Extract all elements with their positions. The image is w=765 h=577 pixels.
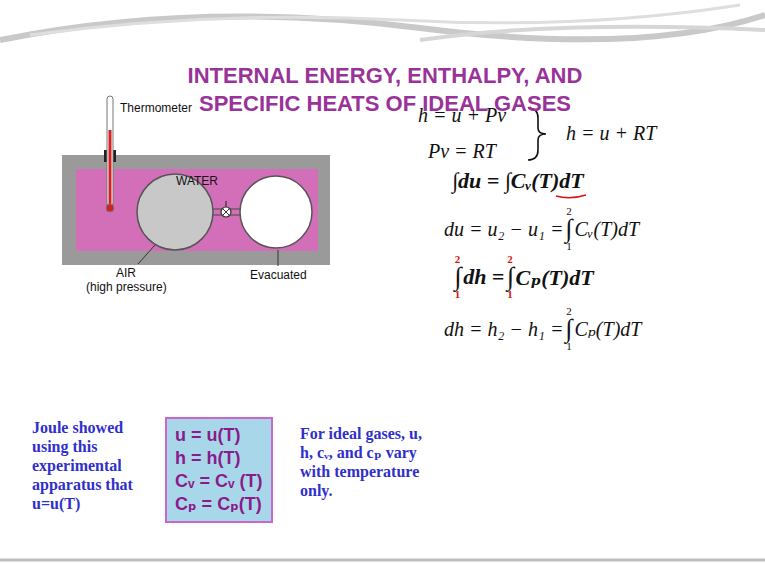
equation-text: h = u + Pv — [418, 104, 506, 127]
part-label: (high pressure) — [86, 280, 167, 294]
equation-text: dh = h₂ − h₁ = — [444, 318, 563, 341]
valve-symbol — [221, 207, 231, 217]
equation-row: 2∫1dh =2∫1Cₚ(T)dT — [452, 254, 594, 300]
integral-limit: 2 — [455, 254, 461, 265]
thermometer-bulb — [106, 204, 114, 212]
valve-symbol — [223, 209, 230, 216]
relation-text: u = u(T) — [175, 424, 263, 447]
integral-sign: ∫ — [506, 265, 513, 289]
equation-row: ∫du = ∫Cᵥ(T)dT — [452, 168, 584, 194]
equation-row: h = u + RT — [566, 122, 656, 145]
valve-stem — [225, 201, 226, 207]
integral-symbol: 2∫1 — [454, 254, 461, 300]
integral-limit: 1 — [566, 241, 572, 252]
integral-symbol: 2∫1 — [565, 206, 572, 252]
relation-text: Cᵥ = Cᵥ (T) — [175, 470, 263, 493]
leader-line — [138, 245, 155, 264]
property-box: u = u(T)h = h(T)Cᵥ = Cᵥ (T)Cₚ = Cₚ(T) — [165, 417, 273, 523]
equation-text: dh = — [463, 264, 504, 290]
equation-row: Pv = RT — [428, 140, 496, 163]
equation-text: du = u₂ − u₁ = — [444, 218, 563, 241]
thermometer-tube — [107, 96, 113, 206]
part-label: Evacuated — [250, 268, 307, 282]
integral-sign: ∫ — [565, 217, 572, 241]
thermometer-column — [109, 130, 112, 206]
integral-sign: ∫ — [454, 265, 461, 289]
vessel-housing — [62, 155, 330, 265]
equation-text: Cₚ(T)dT — [575, 317, 642, 341]
note-text: Joule showed using this experimental app… — [32, 418, 160, 513]
integral-limit: 1 — [566, 341, 572, 352]
leader-line — [278, 250, 279, 266]
integral-limit: 2 — [566, 206, 572, 217]
equation-row: h = u + Pv — [418, 104, 506, 127]
integral-limit: 2 — [566, 306, 572, 317]
note-text: For ideal gases, u, h, cᵥ, and cₚ vary w… — [300, 424, 422, 500]
decor-swoosh — [420, 27, 765, 40]
evacuated-tank — [240, 176, 312, 248]
equation-row: du = u₂ − u₁ =2∫1Cᵥ(T)dT — [444, 206, 639, 252]
equation-text: ∫du = ∫Cᵥ(T)dT — [452, 168, 584, 194]
integral-sign: ∫ — [565, 317, 572, 341]
integral-symbol: 2∫1 — [506, 254, 513, 300]
integral-limit: 1 — [507, 289, 513, 300]
equation-row: dh = h₂ − h₁ =2∫1Cₚ(T)dT — [444, 306, 641, 352]
part-label: AIR — [116, 266, 136, 280]
footer-line — [0, 559, 765, 562]
integral-symbol: 2∫1 — [565, 306, 572, 352]
slide-title: INTERNAL ENERGY, ENTHALPY, AND SPECIFIC … — [150, 62, 620, 118]
equation-text: Pv = RT — [428, 140, 496, 163]
region-label: WATER — [176, 174, 218, 188]
relation-text: Cₚ = Cₚ(T) — [175, 493, 263, 516]
part-label: Thermometer — [120, 101, 192, 115]
decor-swoosh — [30, 5, 740, 35]
equation-text: Cₚ(T)dT — [516, 264, 594, 291]
integral-limit: 1 — [455, 289, 461, 300]
equation-text: h = u + RT — [566, 122, 656, 145]
integral-limit: 2 — [507, 254, 513, 265]
relation-text: h = h(T) — [175, 447, 263, 470]
annotation-underline — [556, 195, 586, 198]
equation-text: Cᵥ(T)dT — [575, 218, 640, 241]
